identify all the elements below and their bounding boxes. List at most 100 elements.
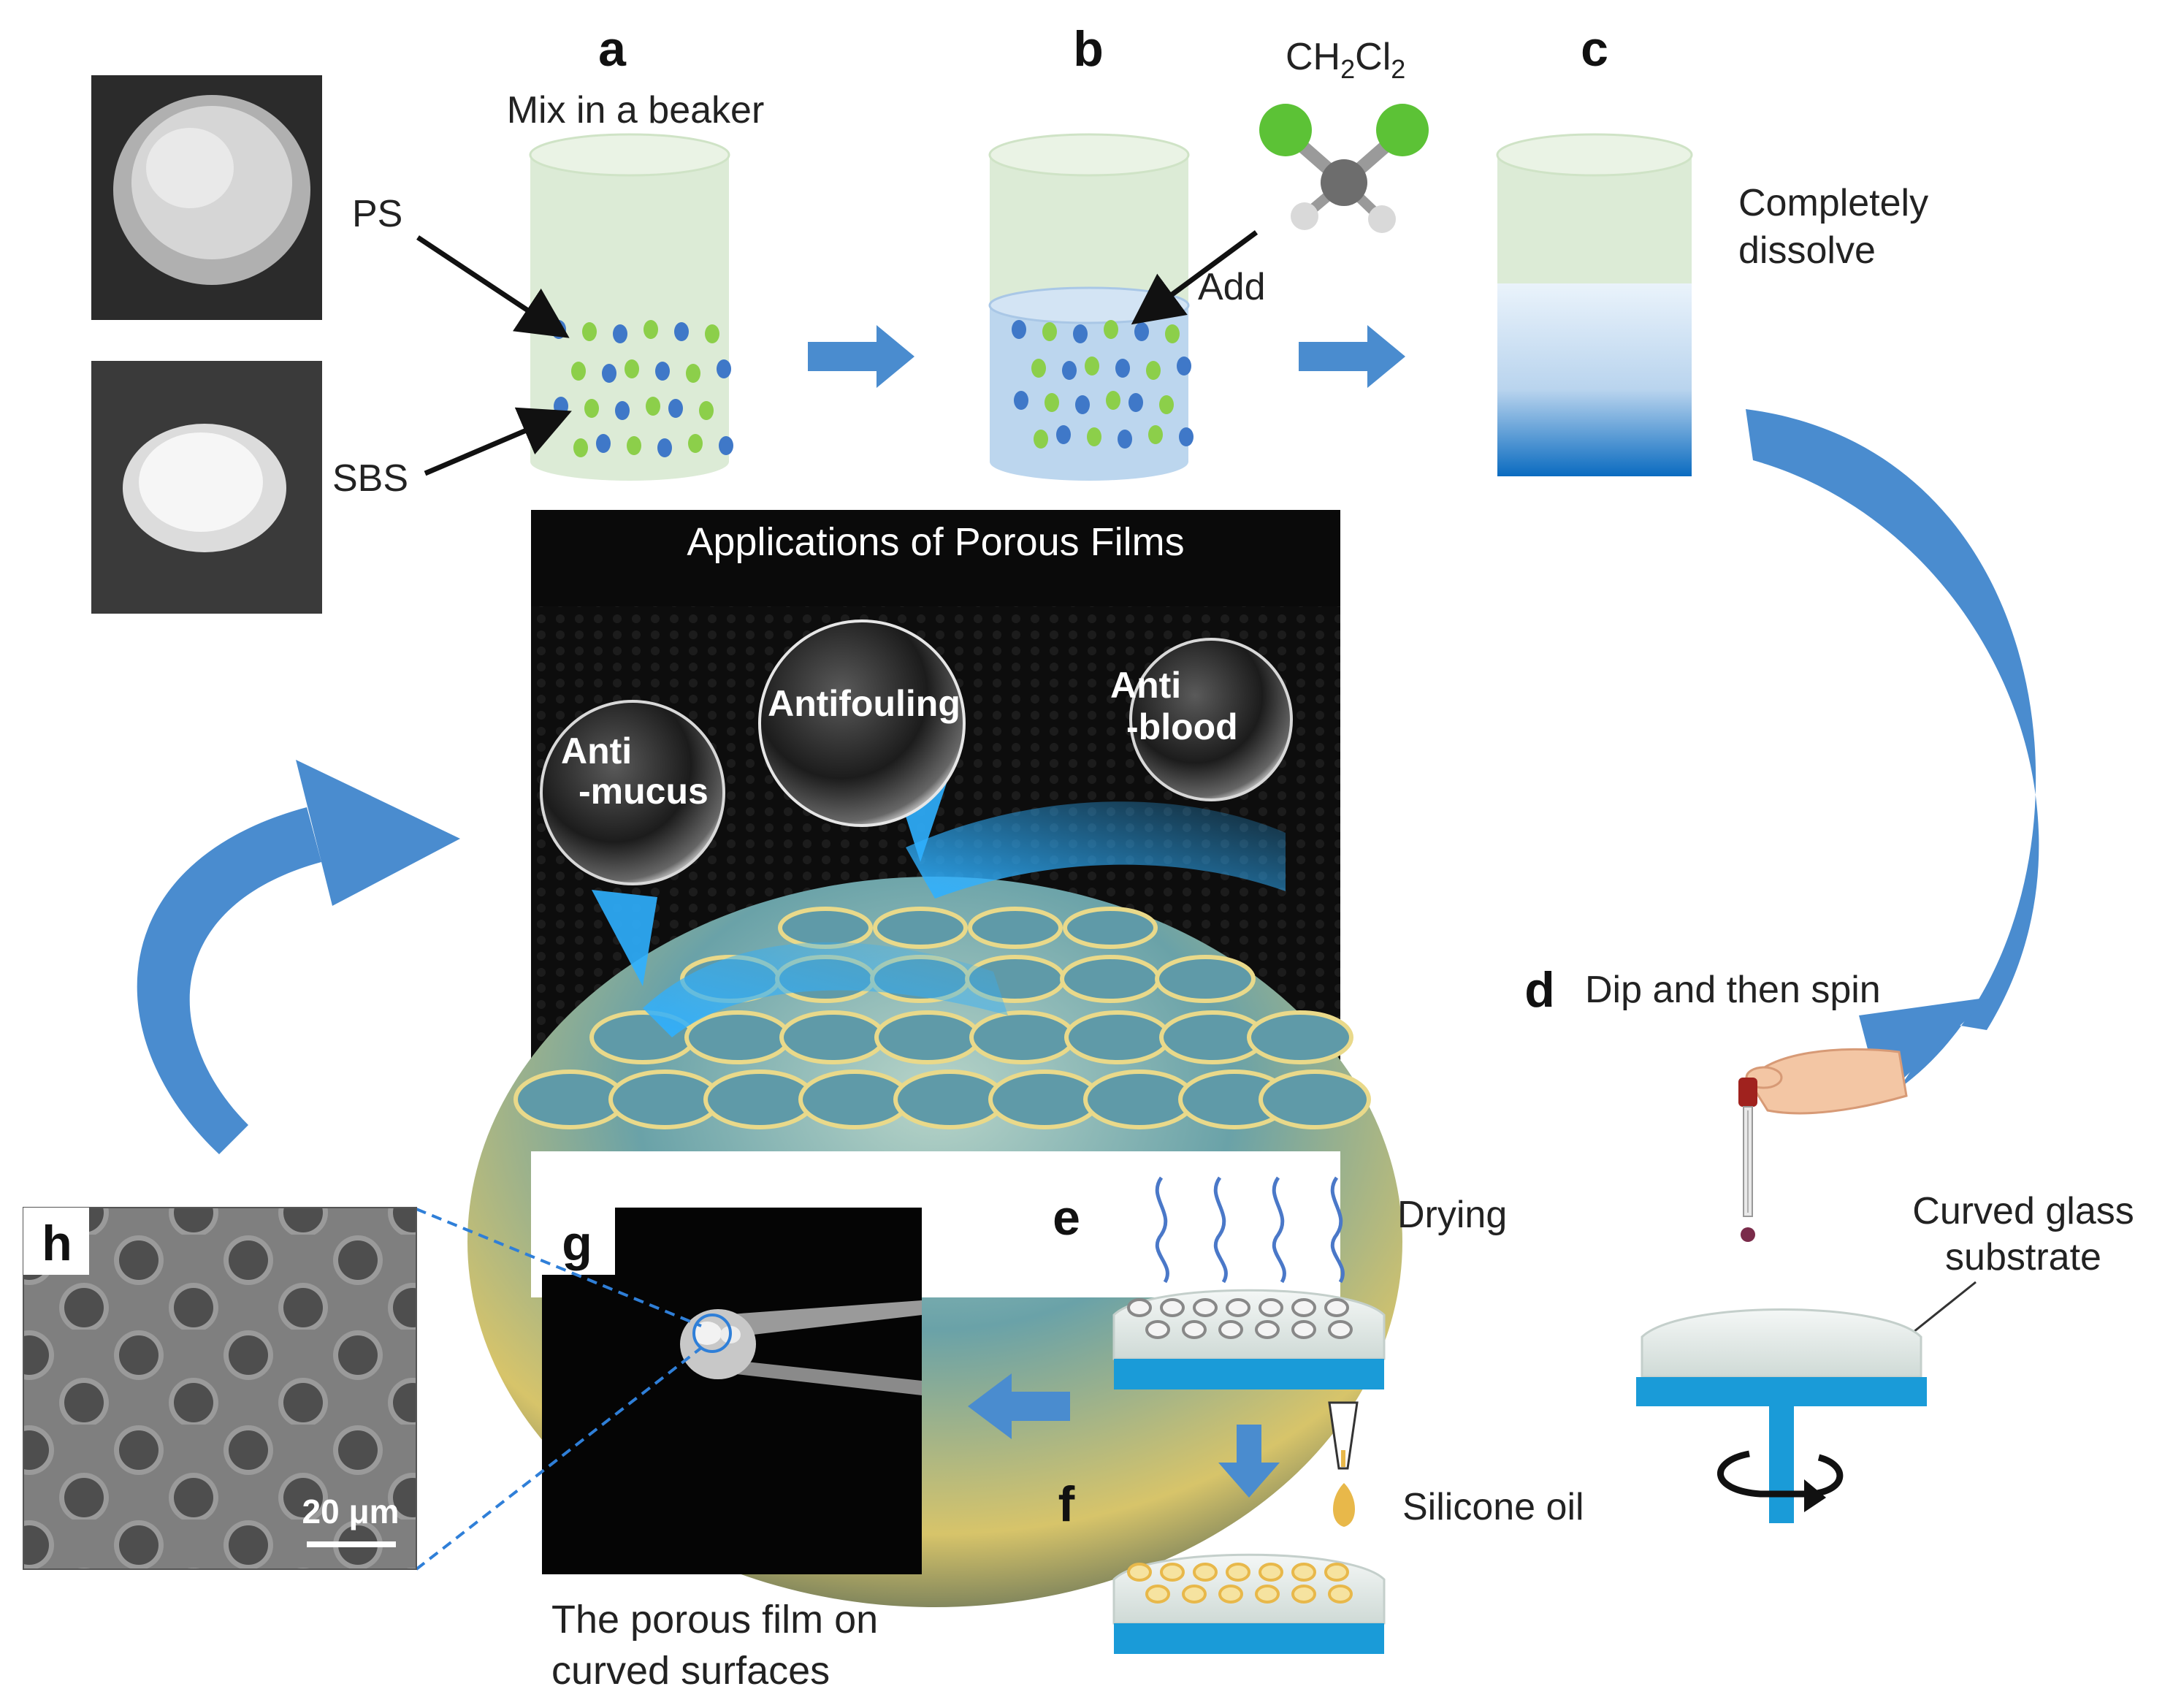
ps-pointer-arrow: [416, 235, 570, 338]
curved-arrow-h-to-applications-head: [296, 760, 460, 906]
ps-pellet: [1073, 324, 1088, 343]
panel-g-caption-line2: curved surfaces: [551, 1649, 830, 1693]
scale-bar: [307, 1541, 396, 1547]
surface-pore: [873, 907, 968, 949]
surface-pore: [988, 1070, 1101, 1129]
beaker-a: [529, 133, 730, 481]
ps-pellet: [717, 359, 731, 378]
applications-panel: [467, 510, 1402, 1607]
bubble-anti-blood-line1: Anti: [1110, 665, 1181, 706]
sbs-pellet: [1034, 430, 1048, 449]
sbs-pellet: [686, 364, 700, 383]
sbs-pellet: [573, 438, 588, 457]
sbs-pellet: [1031, 359, 1046, 378]
beaker-c: [1496, 133, 1693, 476]
pellet-mixture-a: [551, 320, 733, 457]
ps-pellet: [1012, 320, 1026, 339]
empty-pores: [1127, 1298, 1353, 1339]
ps-pellets-photo: [91, 75, 322, 320]
ps-pellet: [668, 399, 683, 418]
sbs-pellet: [688, 434, 703, 453]
film-pore: [1291, 1585, 1316, 1604]
curved-arrow-c-to-d: [1746, 409, 2039, 1089]
panel-g-letter-box: [542, 1208, 615, 1275]
arrow-to-g: [968, 1373, 1070, 1439]
film-pore: [1193, 1563, 1218, 1582]
film-pore: [1291, 1320, 1316, 1339]
sbs-pellet: [571, 362, 586, 381]
ps-pellet: [1134, 322, 1149, 341]
film-pore: [1255, 1320, 1280, 1339]
add-label: Add: [1198, 266, 1266, 308]
ps-pellet: [596, 434, 611, 453]
ps-pellet: [1177, 357, 1191, 375]
ps-pellet: [615, 401, 630, 420]
surface-pore: [608, 1070, 721, 1129]
panel-letter-f: f: [1058, 1476, 1075, 1532]
film-pore: [1127, 1298, 1152, 1317]
applications-title: Applications of Porous Films: [687, 520, 1184, 564]
ps-pellet: [1014, 391, 1028, 410]
arrow-a-to-b: [808, 325, 914, 388]
bubble-anti-mucus-line2: -mucus: [578, 771, 709, 812]
film-pore: [1324, 1563, 1349, 1582]
drying-waves-icon: [1155, 1176, 1345, 1284]
zoom-line-top: [416, 1208, 702, 1327]
curved-arrow-h-to-applications: [137, 807, 321, 1154]
panel-letter-b: b: [1073, 21, 1104, 77]
sbs-pellet: [584, 399, 599, 418]
surface-pore: [1247, 1010, 1353, 1064]
surface-pore: [968, 907, 1063, 949]
substrate-label-line1: Curved glass: [1912, 1190, 2134, 1232]
surface-pore: [1259, 1070, 1371, 1129]
sbs-pellet: [1104, 320, 1118, 339]
sbs-pellet: [1042, 322, 1057, 341]
panel-letter-h: h: [42, 1216, 72, 1271]
ps-pellet: [1118, 430, 1132, 449]
panel-h-letter-box: [23, 1208, 89, 1275]
sbs-pellet: [625, 359, 639, 378]
film-pore: [1255, 1585, 1280, 1604]
sbs-pellet: [1146, 361, 1161, 380]
panel-letter-c: c: [1581, 21, 1608, 77]
panel-a-caption: Mix in a beaker: [507, 89, 765, 131]
surface-pore: [798, 1070, 911, 1129]
film-pore: [1328, 1585, 1353, 1604]
film-pore: [1127, 1563, 1152, 1582]
sbs-pellets-photo: [91, 361, 322, 614]
film-pore: [1145, 1320, 1170, 1339]
surface-pore: [893, 1070, 1006, 1129]
flow-arrow-left: [643, 942, 1008, 1037]
panel-c-caption-line1: Completely: [1738, 182, 1928, 224]
hand-with-dropper-icon: [1738, 1048, 1908, 1242]
ps-pellet: [613, 324, 627, 343]
spin-coater: [1636, 1308, 1927, 1523]
pellet-mixture-b: [1012, 320, 1194, 449]
film-pore: [1226, 1563, 1250, 1582]
bubble-anti-mucus-line1: Anti: [561, 731, 632, 771]
bubble-antifouling: [758, 619, 966, 827]
panel-e-caption: Drying: [1397, 1194, 1507, 1236]
sbs-pellet: [1159, 395, 1174, 414]
bubble-anti-blood: [1129, 638, 1293, 801]
surface-pore: [1060, 955, 1161, 1003]
bubble-antifouling-label: Antifouling: [768, 683, 961, 724]
sbs-pellet: [1106, 391, 1120, 410]
oil-pipette-icon: [1328, 1401, 1359, 1527]
sbs-pellet: [1087, 427, 1101, 446]
ps-pellet: [719, 436, 733, 455]
ps-pellet: [1056, 425, 1071, 444]
oil-filled-pores: [1127, 1563, 1353, 1604]
film-pore: [1218, 1585, 1243, 1604]
panel-letter-d: d: [1524, 962, 1555, 1018]
substrate-label-line2: substrate: [1945, 1236, 2101, 1278]
bubble-anti-blood-line2: -blood: [1126, 706, 1238, 747]
surface-pore: [1155, 955, 1256, 1003]
surface-pore: [1063, 907, 1158, 949]
scale-bar-label: 20 μm: [302, 1492, 400, 1530]
film-pore: [1193, 1298, 1218, 1317]
surface-pore: [1064, 1010, 1171, 1064]
ps-pellet: [1062, 361, 1077, 380]
dichloromethane-molecule-icon: [1259, 104, 1429, 233]
